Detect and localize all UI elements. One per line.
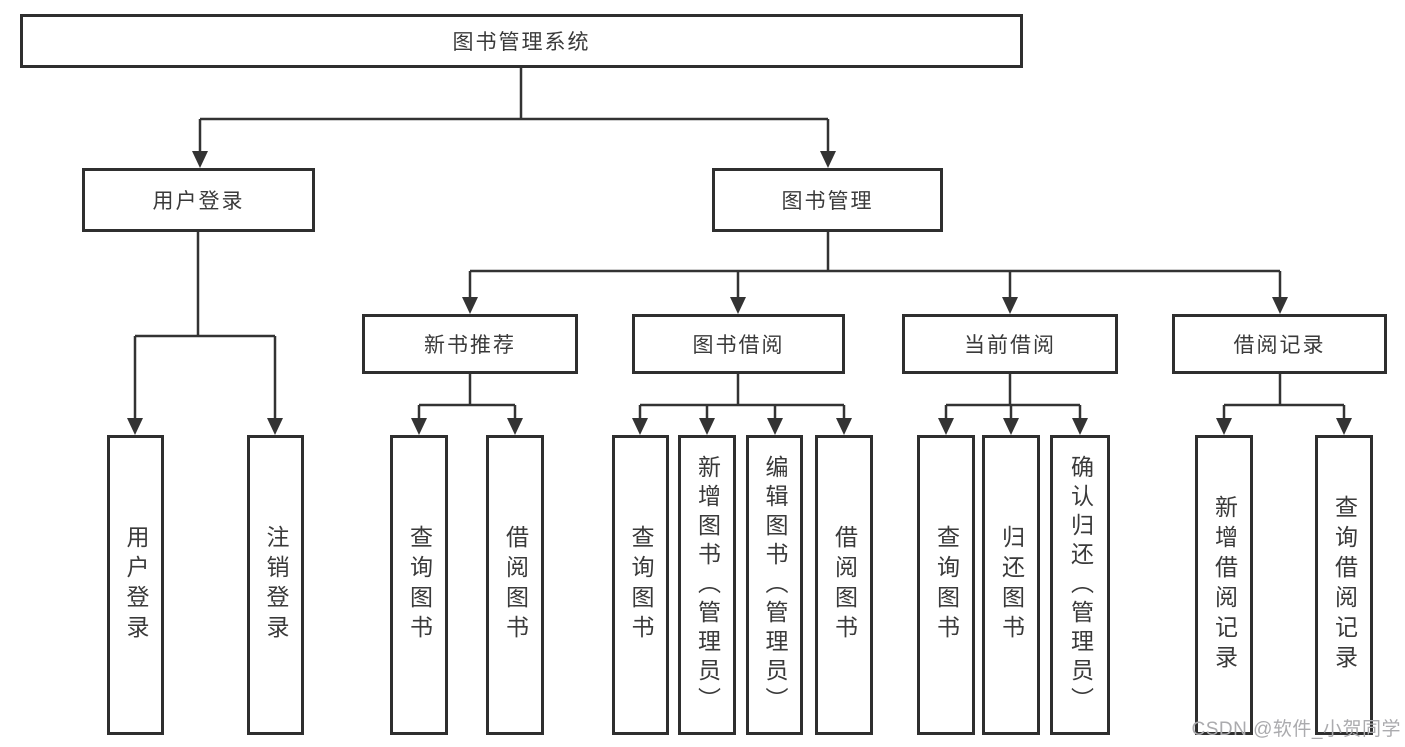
node-book-management: 图书管理 xyxy=(712,168,943,232)
leaf-user-login-label: 用户登录 xyxy=(123,525,149,645)
leaf-cb-confirm-return-admin: 确认归还（管理员） xyxy=(1050,435,1110,735)
leaf-nbr-query-books: 查询图书 xyxy=(390,435,448,735)
leaf-cb-confirm-return-admin-label: 确认归还（管理员） xyxy=(1067,454,1094,716)
leaf-cb-return-books-label: 归还图书 xyxy=(998,525,1025,645)
leaf-br-query-record: 查询借阅记录 xyxy=(1315,435,1373,735)
leaf-bb-borrow-books-label: 借阅图书 xyxy=(831,525,858,645)
leaf-br-add-record: 新增借阅记录 xyxy=(1195,435,1253,735)
leaf-nbr-borrow-books: 借阅图书 xyxy=(486,435,544,735)
leaf-bb-add-books-admin: 新增图书（管理员） xyxy=(678,435,736,735)
leaf-bb-add-books-admin-label: 新增图书（管理员） xyxy=(694,454,721,716)
node-borrowing-records: 借阅记录 xyxy=(1172,314,1387,374)
csdn-watermark: CSDN @软件_小贺同学 xyxy=(1191,719,1401,740)
leaf-bb-borrow-books: 借阅图书 xyxy=(815,435,873,735)
node-book-borrowing: 图书借阅 xyxy=(632,314,845,374)
node-user-login: 用户登录 xyxy=(82,168,315,232)
leaf-nbr-query-books-label: 查询图书 xyxy=(406,525,433,645)
leaf-logout: 注销登录 xyxy=(247,435,304,735)
node-root: 图书管理系统 xyxy=(20,14,1023,68)
leaf-bb-query-books: 查询图书 xyxy=(612,435,669,735)
leaf-cb-query-books-label: 查询图书 xyxy=(933,525,960,645)
leaf-bb-edit-books-admin: 编辑图书（管理员） xyxy=(746,435,803,735)
leaf-bb-edit-books-admin-label: 编辑图书（管理员） xyxy=(762,454,788,716)
leaf-br-add-record-label: 新增借阅记录 xyxy=(1211,495,1238,675)
leaf-user-login: 用户登录 xyxy=(107,435,164,735)
leaf-cb-return-books: 归还图书 xyxy=(982,435,1040,735)
leaf-cb-query-books: 查询图书 xyxy=(917,435,975,735)
leaf-nbr-borrow-books-label: 借阅图书 xyxy=(502,525,529,645)
leaf-br-query-record-label: 查询借阅记录 xyxy=(1331,495,1358,675)
leaf-bb-query-books-label: 查询图书 xyxy=(628,525,654,645)
node-current-borrowing: 当前借阅 xyxy=(902,314,1118,374)
node-new-book-recommendation: 新书推荐 xyxy=(362,314,578,374)
leaf-logout-label: 注销登录 xyxy=(263,525,289,645)
